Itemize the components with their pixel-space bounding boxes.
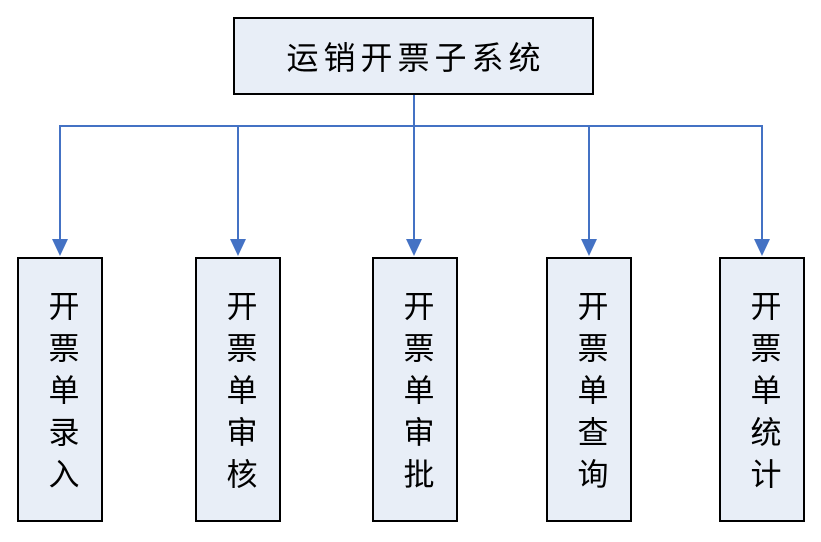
node-invoice-statistics-label: 开票单统计: [744, 290, 781, 500]
node-invoice-query-label: 开票单查询: [571, 290, 608, 500]
arrowhead-down-icon: [754, 239, 770, 256]
node-invoicing-subsystem-label: 运销开票子系统: [286, 39, 546, 77]
node-invoicing-subsystem: 运销开票子系统: [233, 17, 594, 95]
arrowhead-down-icon: [581, 239, 597, 256]
arrowhead-down-icon: [230, 239, 246, 256]
node-invoice-statistics: 开票单统计: [719, 257, 805, 522]
node-invoice-query: 开票单查询: [546, 257, 632, 522]
node-invoice-entry-label: 开票单录入: [42, 290, 79, 500]
arrowhead-down-icon: [406, 239, 422, 256]
node-invoice-review: 开票单审核: [195, 257, 281, 522]
arrowhead-down-icon: [52, 239, 68, 256]
node-invoice-approval-label: 开票单审批: [397, 290, 434, 500]
node-invoice-approval: 开票单审批: [372, 257, 458, 522]
node-invoice-entry: 开票单录入: [17, 257, 103, 522]
node-invoice-review-label: 开票单审核: [220, 290, 257, 500]
